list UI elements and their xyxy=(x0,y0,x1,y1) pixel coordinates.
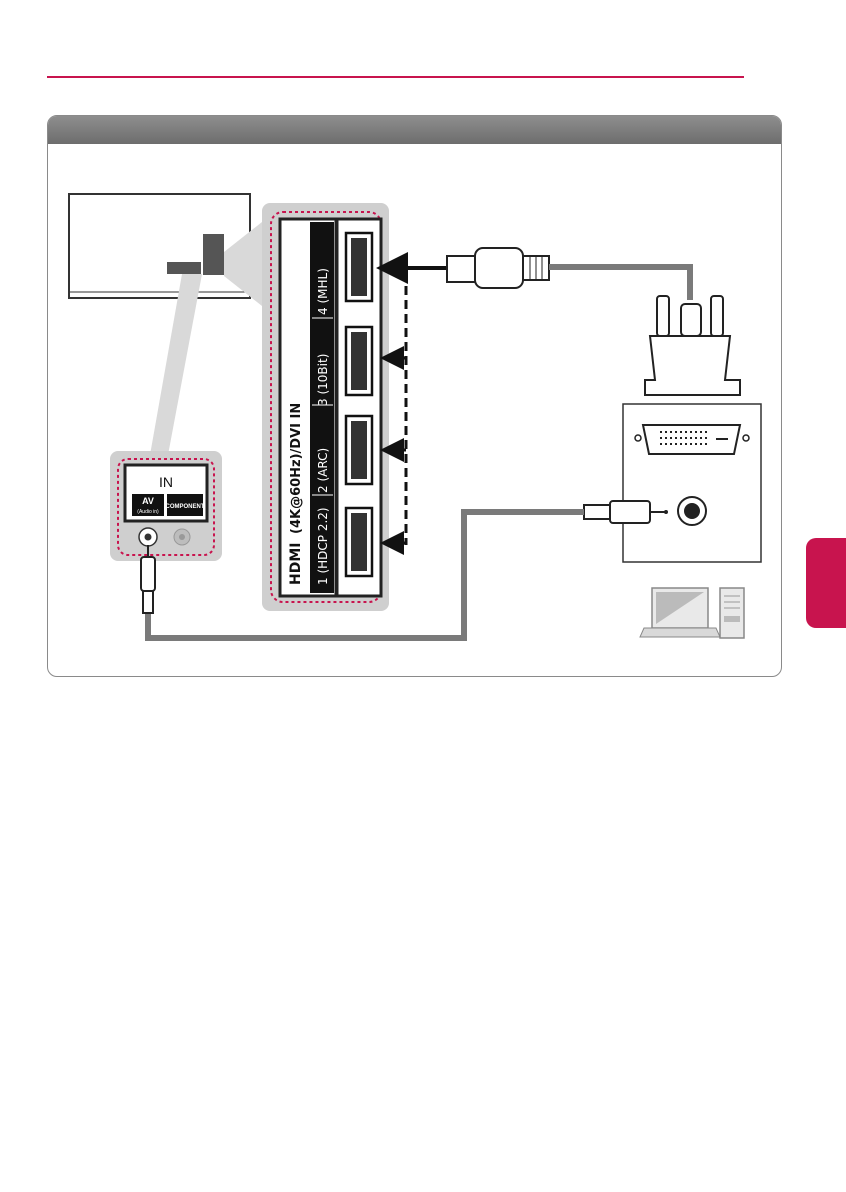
hdmi-panel-header: HDMI (4K@60Hz)/DVI IN xyxy=(288,403,304,585)
in-label: IN xyxy=(159,474,173,490)
tv-av-jack-area xyxy=(167,262,201,274)
hdmi-port-3 xyxy=(346,327,372,395)
av-input-panel: IN AV (Audio in) COMPONENT xyxy=(110,451,222,561)
tv-back-panel xyxy=(69,194,250,298)
dvi-plug-icon xyxy=(645,296,740,395)
laptop-icon xyxy=(640,588,720,637)
hdmi-port-4 xyxy=(346,233,372,301)
port-1-label: 1 (HDCP 2.2) xyxy=(316,507,330,585)
av-sub-label: (Audio in) xyxy=(137,509,159,515)
tv-hdmi-jack-area xyxy=(203,234,224,275)
pc-back-panel xyxy=(623,404,761,562)
port-2-label: 2 (ARC) xyxy=(316,448,330,493)
hdmi-logo-text: HDMI xyxy=(288,543,304,585)
av-zoom-callout xyxy=(150,274,202,455)
hdmi-port-1 xyxy=(346,508,372,576)
dvi-connector-icon xyxy=(635,425,749,454)
av-label: AV xyxy=(142,496,154,506)
hdmi-header-suffix: (4K@60Hz)/DVI IN xyxy=(289,403,304,534)
hdmi-port-2 xyxy=(346,416,372,484)
port-4-label: 4 (MHL) xyxy=(316,268,330,315)
desktop-tower-icon xyxy=(720,588,744,638)
port-3-label: 3 (10Bit) xyxy=(316,354,330,406)
hdmi-plug-icon xyxy=(447,248,549,288)
hdmi-dvi-cable xyxy=(549,267,690,300)
component-label: COMPONENT xyxy=(166,504,205,510)
